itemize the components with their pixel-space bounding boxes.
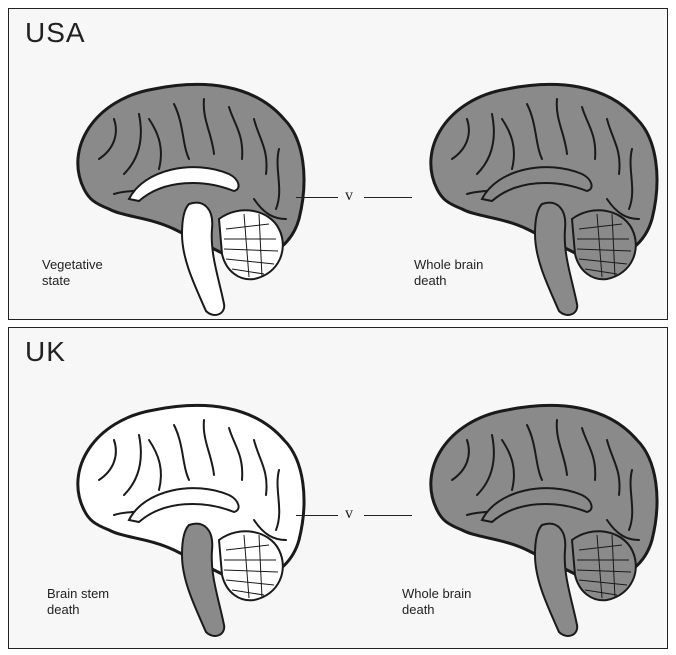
label-brain-stem-death: Brain stem death bbox=[47, 586, 109, 618]
panel-title: UK bbox=[25, 336, 66, 368]
panel-uk: UK Brain stem death v Whole brain death bbox=[8, 327, 668, 649]
comparison-line-right bbox=[364, 197, 412, 198]
comparison-line-left bbox=[296, 197, 338, 198]
comparison-line-right bbox=[364, 515, 412, 516]
panel-title: USA bbox=[25, 17, 86, 49]
label-whole-brain-death: Whole brain death bbox=[414, 257, 483, 289]
panel-usa: USA Vegetative state v Whole brain death bbox=[8, 8, 668, 320]
comparison-line-left bbox=[296, 515, 338, 516]
label-vegetative-state: Vegetative state bbox=[42, 257, 103, 289]
versus-label: v bbox=[345, 505, 353, 523]
label-whole-brain-death: Whole brain death bbox=[402, 586, 471, 618]
versus-label: v bbox=[345, 187, 353, 205]
